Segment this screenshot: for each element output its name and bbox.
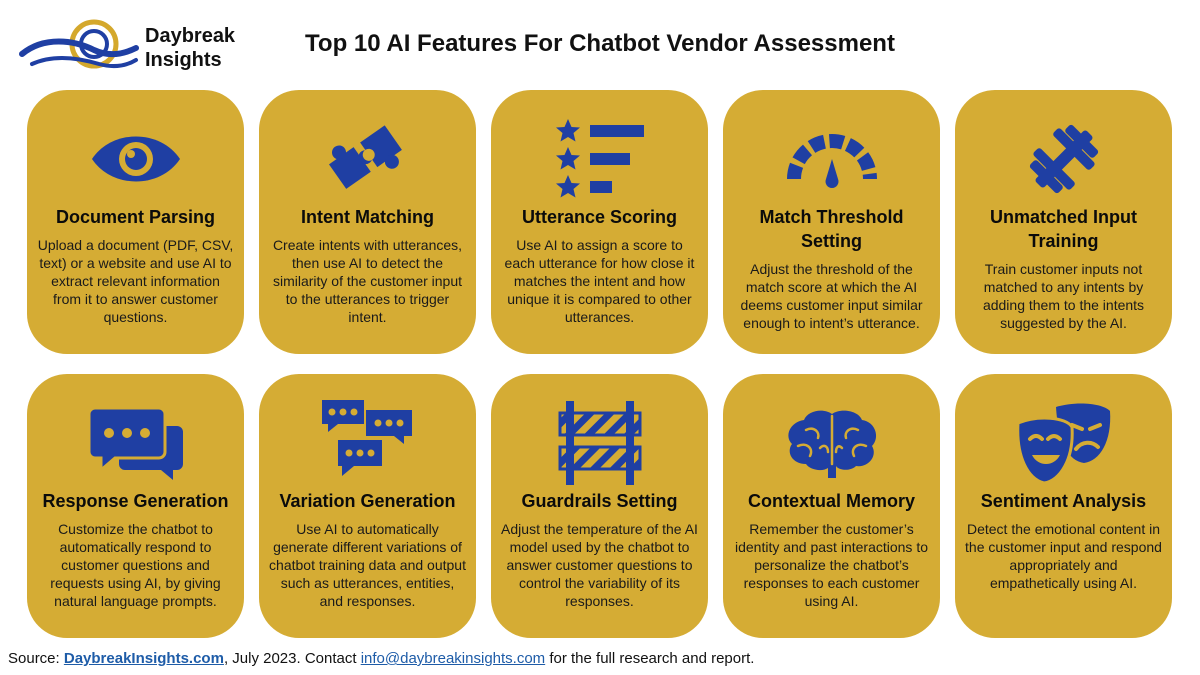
- feature-description: Upload a document (PDF, CSV, text) or a …: [37, 237, 234, 325]
- brand-name-line1: Daybreak: [145, 25, 236, 47]
- footer-prefix: Source:: [8, 650, 64, 667]
- feature-card-intent-matching: Intent Matching Create intents with utte…: [259, 90, 476, 354]
- dumbbell-icon: [1009, 114, 1119, 204]
- brain-icon: [777, 398, 887, 488]
- feature-card-document-parsing: Document Parsing Upload a document (PDF,…: [27, 90, 244, 354]
- sun-wave-logo-icon: [19, 19, 139, 69]
- feature-card-sentiment-analysis: Sentiment Analysis Detect the emotional …: [955, 374, 1172, 638]
- feature-title: Intent Matching: [301, 207, 434, 227]
- feature-description: Adjust the threshold of the match score …: [740, 261, 923, 331]
- feature-card-variation-generation: Variation Generation Use AI to automatic…: [259, 374, 476, 638]
- feature-title: Utterance Scoring: [521, 207, 678, 227]
- feature-card-match-threshold-setting: Match Threshold Setting Adjust the thres…: [723, 90, 940, 354]
- brand-logo: Daybreak Insights: [14, 10, 244, 80]
- feature-title: Match Threshold Setting: [759, 207, 904, 251]
- eye-icon: [81, 114, 191, 204]
- feature-description: Train customer inputs not matched to any…: [982, 261, 1145, 331]
- feature-card-utterance-scoring: Utterance Scoring Use AI to assign a sco…: [491, 90, 708, 354]
- feature-description: Remember the customer’s identity and pas…: [734, 521, 928, 609]
- footer-suffix: for the full research and report.: [545, 650, 755, 667]
- feature-grid: Document Parsing Upload a document (PDF,…: [27, 90, 1172, 638]
- chat-bubbles-icon: [81, 398, 191, 488]
- feature-card-guardrails-setting: Guardrails Setting Adjust the temperatur…: [491, 374, 708, 638]
- brand-name-line2: Insights: [145, 49, 222, 71]
- feature-description: Adjust the temperature of the AI model u…: [501, 521, 698, 609]
- source-footer: Source: DaybreakInsights.com, July 2023.…: [8, 650, 754, 667]
- feature-title: Sentiment Analysis: [980, 491, 1147, 511]
- feature-description: Detect the emotional content in the cust…: [965, 521, 1162, 591]
- brand-name: Daybreak Insights: [145, 24, 235, 72]
- feature-title: Variation Generation: [279, 491, 456, 511]
- feature-description: Customize the chatbot to automatically r…: [50, 521, 221, 609]
- feature-description: Use AI to automatically generate differe…: [269, 521, 466, 609]
- feature-card-response-generation: Response Generation Customize the chatbo…: [27, 374, 244, 638]
- star-rating-icon: [545, 114, 655, 204]
- multi-chat-icon: [313, 398, 423, 488]
- feature-title: Guardrails Setting: [521, 491, 678, 511]
- contact-email-link[interactable]: info@daybreakinsights.com: [360, 650, 546, 667]
- feature-description: Use AI to assign a score to each utteran…: [504, 237, 695, 325]
- feature-title: Document Parsing: [55, 207, 216, 227]
- feature-description: Create intents with utterances, then use…: [272, 237, 463, 325]
- daybreak-site-link[interactable]: DaybreakInsights.com: [63, 650, 224, 667]
- feature-card-unmatched-input-training: Unmatched Input Training Train customer …: [955, 90, 1172, 354]
- footer-middle: , July 2023. Contact: [223, 650, 361, 667]
- gauge-icon: [777, 114, 887, 204]
- feature-title: Response Generation: [42, 491, 229, 511]
- feature-title: Unmatched Input Training: [990, 207, 1137, 251]
- barrier-icon: [545, 398, 655, 488]
- feature-card-contextual-memory: Contextual Memory Remember the customer’…: [723, 374, 940, 638]
- theater-masks-icon: [1009, 398, 1119, 488]
- page-title: Top 10 AI Features For Chatbot Vendor As…: [305, 30, 895, 57]
- feature-title: Contextual Memory: [747, 491, 916, 511]
- puzzle-icon: [313, 114, 423, 204]
